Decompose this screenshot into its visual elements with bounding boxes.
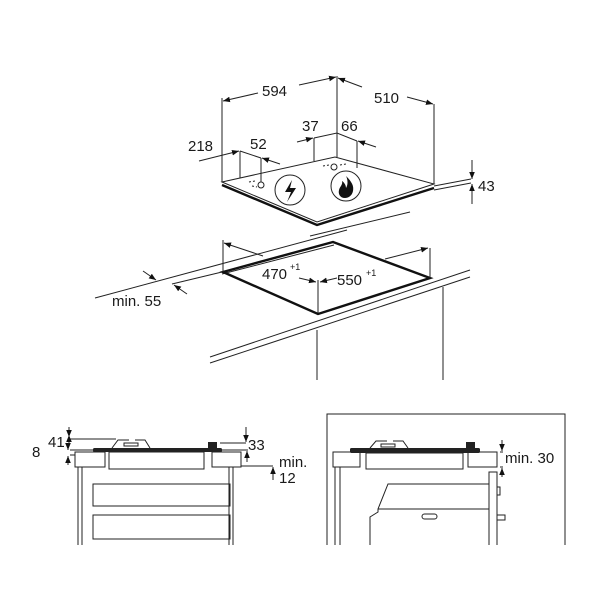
knob-marker — [257, 181, 265, 189]
gas-burner-zone — [330, 170, 362, 202]
dim-center-right: 66 — [341, 118, 358, 135]
dim-depth: 510 — [374, 90, 399, 107]
hob-isometric: 594 510 37 66 218 52 43 — [188, 75, 495, 237]
dim-cutout-width-tolerance: +1 — [366, 268, 376, 278]
dim-knob-height: 33 — [248, 437, 265, 454]
dim-cutout-depth-tolerance: +1 — [290, 262, 300, 272]
knob-marker — [330, 163, 338, 171]
dim-cutout-depth: 470 — [262, 266, 287, 283]
dim-left-offset: 218 — [188, 138, 213, 155]
electric-zone — [274, 174, 306, 206]
dim-total-height: 41 — [48, 434, 65, 451]
dim-plate-height: 8 — [32, 444, 40, 461]
dim-width: 594 — [262, 83, 287, 100]
dim-oven-clearance: min. 30 — [505, 450, 554, 467]
gas-flame-icon — [338, 176, 354, 198]
dim-center-left: 37 — [302, 118, 319, 135]
electric-icon — [285, 180, 296, 202]
dim-front-distance: min. 55 — [112, 293, 161, 310]
hob-plate — [220, 156, 436, 223]
dim-clearance-label: min. — [279, 454, 307, 471]
section-drawers: 8 41 33 min. 12 — [32, 427, 307, 545]
dim-clearance-value: 12 — [279, 470, 296, 487]
countertop-cutout: 470 +1 550 +1 min. 55 — [94, 229, 471, 380]
dim-height: 43 — [478, 178, 495, 195]
dim-burner-offset: 52 — [250, 136, 267, 153]
hob-plate-edge — [221, 183, 435, 227]
dim-cutout-width: 550 — [337, 272, 362, 289]
section-oven: min. 30 — [326, 413, 566, 545]
